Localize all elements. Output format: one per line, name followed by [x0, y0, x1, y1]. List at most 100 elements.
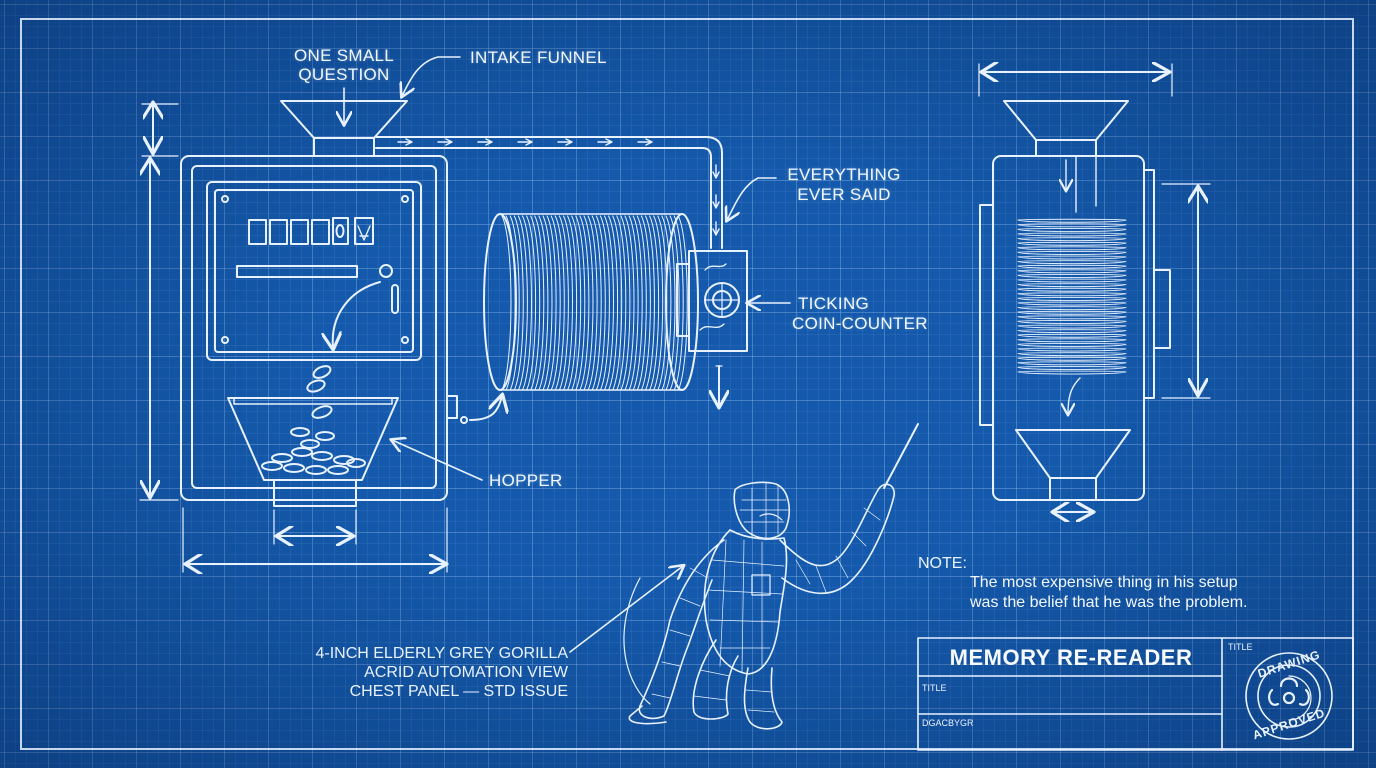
- label-hopper: HOPPER: [489, 471, 563, 490]
- side-coil-winding: [1017, 324, 1127, 329]
- spool-winding: [624, 215, 635, 391]
- spool-winding: [534, 215, 545, 391]
- spool-winding: [669, 215, 680, 391]
- side-coil-winding: [1017, 338, 1127, 343]
- spool-edge: [499, 213, 683, 391]
- spool-winding: [616, 215, 627, 391]
- stamp-bottom-text: APPROVED: [1250, 705, 1327, 743]
- side-coil-winding: [1017, 320, 1127, 324]
- spool-winding: [538, 215, 549, 391]
- side-coil-winding: [1017, 228, 1127, 232]
- spool-winding: [583, 215, 594, 391]
- biohazard-icon: [1268, 675, 1312, 721]
- spool-winding: [653, 215, 664, 391]
- title-block-field-code: DGACBYGR: [922, 718, 974, 728]
- side-coil-winding: [1017, 246, 1127, 251]
- side-coil-winding: [1017, 287, 1127, 292]
- spool-winding: [640, 215, 651, 391]
- label-everything-line2: EVER SAID: [797, 185, 891, 204]
- spool-winding: [632, 215, 643, 391]
- spool-winding: [579, 215, 590, 391]
- side-coil-winding: [1017, 223, 1127, 228]
- spool-winding: [546, 215, 557, 391]
- side-coil-winding: [1017, 232, 1127, 237]
- side-coil: [1017, 218, 1127, 375]
- side-coil-winding: [1017, 315, 1127, 320]
- side-coil-winding: [1017, 251, 1127, 255]
- spool-winding: [665, 215, 676, 391]
- spool-winding: [673, 215, 684, 391]
- title-block: [917, 637, 1354, 751]
- side-coil-winding: [1017, 260, 1127, 265]
- spool-winding: [558, 215, 569, 391]
- side-coil-winding: [1017, 347, 1127, 352]
- side-coil-winding: [1017, 366, 1127, 370]
- machine-front-view: [139, 100, 468, 572]
- note-line-2: was the belief that he was the problem.: [970, 594, 1248, 611]
- spool-winding: [620, 215, 631, 391]
- intake-pipe: [375, 136, 723, 249]
- label-gorilla-line1: 4-INCH ELDERLY GREY GORILLA: [315, 645, 568, 662]
- side-coil-winding: [1017, 292, 1127, 297]
- spool-winding: [575, 215, 586, 391]
- spool-winding: [567, 215, 578, 391]
- side-coil-winding: [1017, 241, 1127, 246]
- spool-winding: [513, 215, 524, 391]
- spool-winding: [571, 215, 582, 391]
- spool-coil: [483, 213, 699, 391]
- title-block-field-title: TITLE: [922, 683, 947, 693]
- spool-winding: [554, 215, 565, 391]
- label-gorilla-line3: CHEST PANEL — STD ISSUE: [349, 683, 568, 700]
- spool-winding: [657, 215, 668, 391]
- side-coil-winding: [1017, 218, 1127, 223]
- machine-side-view: [978, 64, 1211, 512]
- label-one-small-question: ONE SMALL QUESTION: [284, 46, 404, 84]
- spool-winding: [599, 215, 610, 391]
- side-coil-winding: [1017, 283, 1127, 288]
- label-intake-funnel: INTAKE FUNNEL: [470, 48, 607, 67]
- note-line-1: The most expensive thing in his setup: [970, 574, 1238, 591]
- note-body: The most expensive thing in his setup wa…: [970, 573, 1248, 613]
- spool-winding: [677, 215, 688, 391]
- side-coil-winding: [1017, 237, 1127, 242]
- spool-winding: [587, 215, 598, 391]
- side-coil-winding: [1017, 352, 1127, 357]
- side-coil-winding: [1017, 269, 1127, 274]
- label-ticking-line2: COIN-COUNTER: [792, 314, 928, 333]
- side-coil-winding: [1017, 301, 1127, 306]
- side-coil-winding: [1017, 264, 1127, 269]
- side-coil-winding: [1017, 274, 1127, 278]
- spool-winding: [542, 215, 553, 391]
- gorilla-figure: [623, 423, 919, 730]
- label-one-small-question-line1: ONE SMALL: [293, 46, 394, 65]
- spool-winding: [563, 215, 573, 391]
- title-block-field-title-right: TITLE: [1228, 642, 1253, 652]
- side-coil-winding: [1017, 370, 1127, 375]
- spool-winding: [505, 215, 516, 391]
- spool-winding: [661, 215, 672, 391]
- label-ticking-coin-counter: TICKING COIN-COUNTER: [792, 294, 928, 334]
- side-coil-winding: [1017, 356, 1127, 361]
- spool-winding: [526, 215, 537, 391]
- spool-feed-arrow: [469, 396, 502, 421]
- label-everything-ever-said: EVERYTHING EVER SAID: [778, 165, 910, 205]
- spool-winding: [522, 215, 532, 391]
- label-one-small-question-line2: QUESTION: [298, 65, 390, 84]
- side-coil-winding: [1017, 333, 1127, 338]
- spool-winding: [501, 215, 512, 391]
- spool-winding: [636, 215, 647, 391]
- side-coil-winding: [1017, 255, 1127, 260]
- side-coil-winding: [1017, 310, 1127, 315]
- side-coil-winding: [1017, 343, 1127, 347]
- spool-winding: [591, 215, 602, 391]
- label-ticking-line1: TICKING: [798, 294, 870, 313]
- spool-winding: [608, 215, 619, 391]
- spool-winding: [509, 215, 520, 391]
- side-coil-winding: [1017, 361, 1127, 366]
- spool-winding: [595, 215, 606, 391]
- spool-winding: [628, 215, 639, 391]
- leader-lines: [344, 56, 791, 653]
- note-title: NOTE:: [918, 555, 967, 572]
- label-gorilla-line2: ACRID AUTOMATION VIEW: [364, 664, 568, 681]
- spool-winding: [645, 215, 655, 391]
